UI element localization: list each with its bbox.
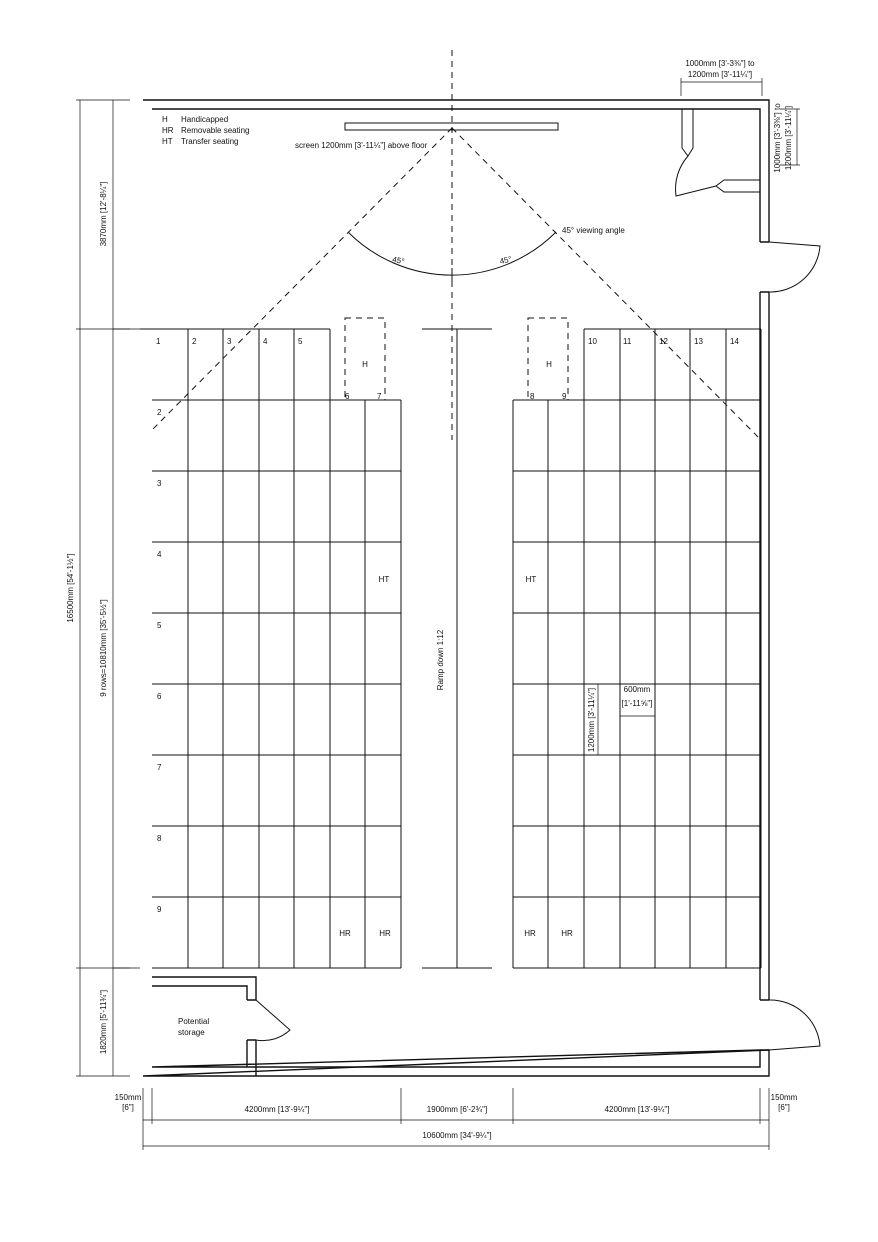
seat-width-dim-2: [1'-11⅝"]: [622, 699, 653, 708]
seat-number: 8: [530, 392, 535, 401]
seat-number: 10: [588, 337, 597, 346]
legend-label-ht: Transfer seating: [181, 137, 239, 146]
seat-number: 9: [562, 392, 567, 401]
sightline-right: [451, 127, 762, 441]
storage-label-1: Potential: [178, 1017, 209, 1026]
legend-label-h: Handicapped: [181, 115, 228, 124]
removable-seat-label: HR: [524, 929, 536, 938]
angle-right-label: 45°: [499, 255, 513, 266]
plan-geometry: [76, 50, 821, 1150]
screen-label: screen 1200mm [3'-11¼"] above floor: [295, 141, 428, 150]
storage-label-2: storage: [178, 1028, 205, 1037]
dim-rear-depth: 1820mm [5'-11¾"]: [99, 990, 108, 1054]
dim-left-block: 4200mm [13'-9¼"]: [245, 1105, 310, 1114]
dim-wall-left-1: 150mm: [115, 1093, 142, 1102]
handicapped-space-right: [527, 317, 569, 401]
row-number: 3: [157, 479, 162, 488]
dim-right-block: 4200mm [13'-9¼"]: [605, 1105, 670, 1114]
outer-wall: [142, 99, 770, 1077]
row-number: 5: [157, 621, 162, 630]
vestibule-wall: [681, 109, 694, 157]
seat-number: 6: [345, 392, 350, 401]
transfer-seat-left-label: HT: [379, 575, 390, 584]
door-jambs: [760, 241, 769, 1051]
door-right-lower: [768, 999, 821, 1051]
handicapped-right-label: H: [546, 360, 552, 369]
legend-label-hr: Removable seating: [181, 126, 249, 135]
dim-total-width: 10600mm [34'-9¼"]: [422, 1131, 491, 1140]
handicapped-left-label: H: [362, 360, 368, 369]
removable-seat-label: HR: [379, 929, 391, 938]
row-number: 6: [157, 692, 162, 701]
vestibule-door: [675, 155, 717, 197]
viewing-angle-label: 45° viewing angle: [562, 226, 625, 235]
dim-total-depth: 16500mm [54'-1½"]: [66, 553, 75, 622]
door-width-dim-2: 1200mm [3'-11¼"]: [688, 70, 752, 79]
seat-numbers: 1 2 3 4 5 6 7 8 9 10 11 12 13 14: [156, 337, 739, 401]
handicapped-space-left: [344, 317, 386, 401]
dim-wall-left-2: [6"]: [122, 1103, 134, 1112]
seat-number: 12: [659, 337, 668, 346]
legend-code-ht: HT: [162, 137, 173, 146]
seat-number: 14: [730, 337, 739, 346]
seat-number: 7: [377, 392, 382, 401]
legend: H Handicapped HR Removable seating HT Tr…: [162, 115, 249, 146]
row-numbers: 2 3 4 5 6 7 8 9: [157, 408, 162, 914]
dim-wall-right-1: 150mm: [771, 1093, 798, 1102]
removable-seat-label: HR: [561, 929, 573, 938]
row-number: 4: [157, 550, 162, 559]
storage-jambs: [247, 999, 256, 1041]
inner-wall: [151, 108, 761, 1068]
storage-door: [255, 999, 291, 1042]
seat-width-dim-1: 600mm: [624, 685, 651, 694]
legend-code-hr: HR: [162, 126, 174, 135]
seat-depth-dim: 1200mm [3'-11¼"]: [587, 688, 596, 752]
seat-number: 11: [623, 337, 632, 346]
dim-aisle: 1900mm [6'-2¾"]: [427, 1105, 487, 1114]
vestibule-wall-2: [715, 179, 760, 193]
door-depth-dim-1: 1000mm [3'-3⅜"] to: [773, 103, 782, 173]
row-number: 9: [157, 905, 162, 914]
seat-number: 5: [298, 337, 303, 346]
row-number: 2: [157, 408, 162, 417]
angle-left-label: 45°: [392, 255, 406, 266]
seat-number: 3: [227, 337, 232, 346]
seat-number: 13: [694, 337, 703, 346]
legend-code-h: H: [162, 115, 168, 124]
storage-walls: [152, 976, 257, 1076]
removable-seat-label: HR: [339, 929, 351, 938]
door-depth-dim-2: 1200mm [3'-11¼"]: [784, 106, 793, 170]
door-width-dim-1: 1000mm [3'-3⅜"] to: [685, 59, 755, 68]
door-right-upper: [768, 241, 821, 293]
ramp-label: Ramp down 1:12: [436, 629, 445, 690]
seat-number: 1: [156, 337, 161, 346]
row-number: 7: [157, 763, 162, 772]
seat-number: 2: [192, 337, 197, 346]
row-number: 8: [157, 834, 162, 843]
seat-number: 4: [263, 337, 268, 346]
transfer-seat-right-label: HT: [526, 575, 537, 584]
dim-rows-depth: 9 rows=10810mm [35'-5½"]: [99, 599, 108, 697]
sightline-left: [151, 127, 453, 431]
dim-front-depth: 3870mm [12'-8¼"]: [99, 182, 108, 247]
dim-wall-right-2: [6"]: [778, 1103, 790, 1112]
